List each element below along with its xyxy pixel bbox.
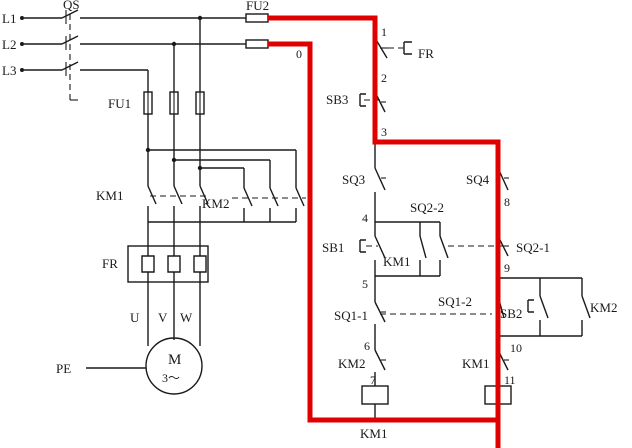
node-10: 10 bbox=[510, 341, 522, 355]
sb1-label: SB1 bbox=[322, 240, 344, 255]
km2-aux-label: KM2 bbox=[590, 300, 617, 315]
km2-power-label: KM2 bbox=[202, 196, 229, 211]
node-2: 2 bbox=[381, 71, 387, 85]
l1-label: L1 bbox=[2, 11, 16, 26]
node-1: 1 bbox=[381, 25, 387, 39]
sq4-label: SQ4 bbox=[466, 172, 490, 187]
sq1-1-label: SQ1-1 bbox=[334, 308, 368, 323]
sb3-label: SB3 bbox=[326, 92, 348, 107]
km1-interlock-label: KM1 bbox=[462, 356, 489, 371]
sq2-1-label: SQ2-1 bbox=[516, 240, 550, 255]
sb1-start-button bbox=[359, 222, 386, 276]
km2-interlock-label: KM2 bbox=[338, 356, 365, 371]
l2-label: L2 bbox=[2, 37, 16, 52]
km1-coil-label: KM1 bbox=[360, 426, 387, 441]
sq1-1-limit-switch bbox=[374, 276, 492, 350]
fu1-label: FU1 bbox=[108, 96, 131, 111]
node-7: 7 bbox=[370, 373, 376, 387]
km1-main-contacts bbox=[147, 178, 210, 222]
motor-v-label: V bbox=[158, 310, 168, 325]
motor-phase: 3～ bbox=[162, 371, 180, 385]
fr-contact-label: FR bbox=[418, 46, 434, 61]
km1-power-label: KM1 bbox=[96, 188, 123, 203]
fr-overload bbox=[127, 245, 209, 283]
motor-w-label: W bbox=[180, 310, 193, 325]
sq1-2-label: SQ1-2 bbox=[438, 294, 472, 309]
fu2-fuses bbox=[245, 13, 269, 49]
km1-coil bbox=[361, 385, 389, 405]
labels: L1 L2 L3 QS FU2 FU1 KM1 KM2 FR U V W PE … bbox=[2, 0, 617, 441]
node-6: 6 bbox=[364, 339, 370, 353]
km1-aux-label: KM1 bbox=[383, 254, 410, 269]
node-8: 8 bbox=[504, 195, 510, 209]
fr-label: FR bbox=[102, 256, 118, 271]
l3-label: L3 bbox=[2, 63, 16, 78]
motor-u-label: U bbox=[130, 310, 140, 325]
power-circuit: M 3～ bbox=[20, 9, 306, 395]
fu1-fuses bbox=[143, 91, 205, 115]
motor: M 3～ bbox=[145, 337, 203, 395]
sb2-label: SB2 bbox=[500, 306, 522, 321]
pe-label: PE bbox=[56, 361, 71, 376]
node-5: 5 bbox=[362, 277, 368, 291]
highlighted-current-path bbox=[268, 15, 501, 448]
node-0: 0 bbox=[296, 47, 302, 61]
qs-switch bbox=[61, 9, 240, 101]
km2-interlock bbox=[374, 349, 386, 386]
node-4: 4 bbox=[362, 211, 368, 225]
motor-symbol: M bbox=[168, 352, 181, 368]
node-11: 11 bbox=[504, 373, 516, 387]
sq2-2-label: SQ2-2 bbox=[410, 200, 444, 215]
node-9: 9 bbox=[504, 261, 510, 275]
control-circuit bbox=[240, 13, 591, 421]
node-3: 3 bbox=[381, 125, 387, 139]
fu2-label: FU2 bbox=[246, 0, 269, 13]
sq3-limit-switch bbox=[374, 142, 386, 222]
km2-main-contacts bbox=[232, 182, 306, 222]
qs-label: QS bbox=[63, 0, 80, 12]
sq3-label: SQ3 bbox=[342, 172, 365, 187]
